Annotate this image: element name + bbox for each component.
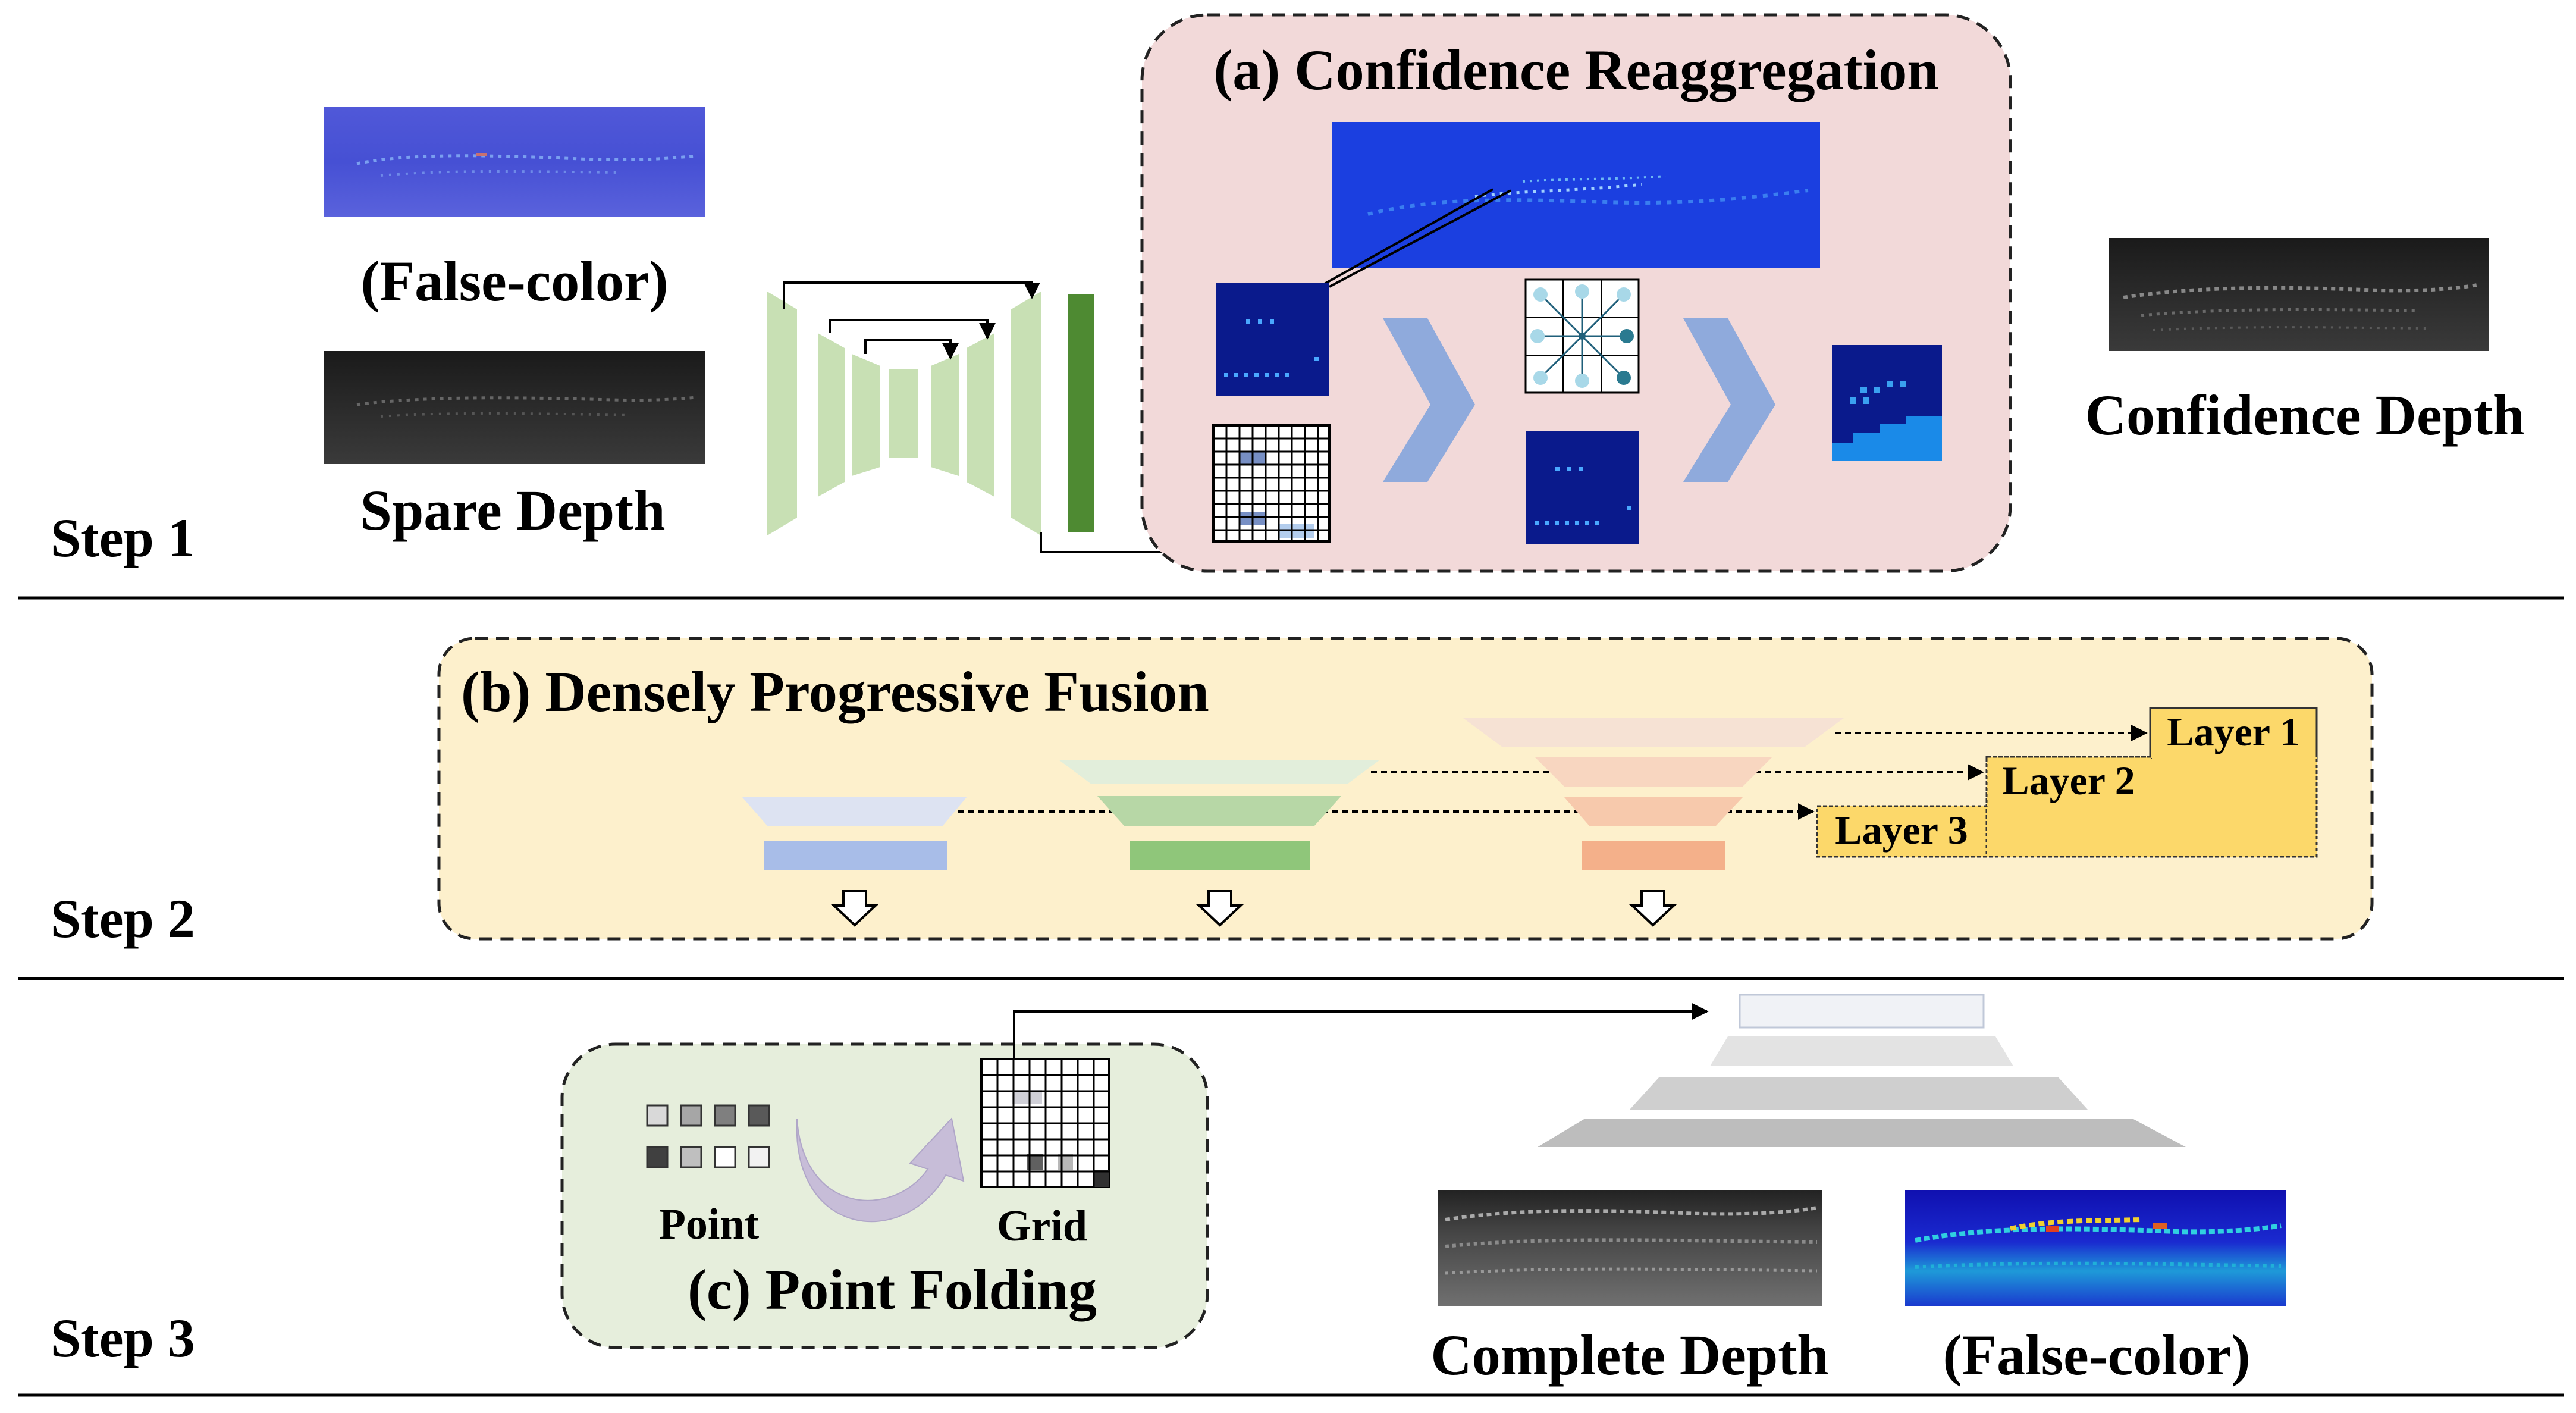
confidence-depth-image [2109, 238, 2489, 351]
confidence-map-large [1332, 122, 1820, 268]
point-label: Point [659, 1200, 760, 1249]
kernel-neighborhood-icon [1524, 278, 1640, 394]
skip-connection-2 [829, 319, 996, 340]
layer-2-label: Layer 2 [2002, 758, 2135, 803]
skip-connection-1 [783, 281, 1040, 309]
skip-connection-3 [864, 339, 959, 360]
false-color-output-image [1905, 1190, 2286, 1306]
down-arrow-orange [1629, 890, 1677, 927]
confidence-patch-middle [1526, 431, 1639, 544]
fusion-branch-orange [1463, 718, 1844, 927]
grid-label: Grid [997, 1202, 1087, 1251]
panel-c-title: (c) Point Folding [688, 1258, 1097, 1321]
zoom-line-2 [1329, 189, 1511, 288]
decoder-block-2 [967, 333, 994, 497]
confidence-depth-label: Confidence Depth [2085, 383, 2525, 447]
fusion-branch-green [1059, 760, 1380, 927]
panel-b-title: (b) Densely Progressive Fusion [461, 660, 1209, 723]
step-2-label: Step 2 [51, 888, 195, 949]
layer-box-1 [2149, 707, 2318, 760]
down-arrow-green [1196, 890, 1244, 927]
chevron-arrow-2 [1683, 318, 1775, 482]
unet-network [767, 281, 1212, 560]
encoder-block-2 [818, 333, 845, 497]
encoder-block-1 [767, 292, 797, 535]
decoder-pyramid [1538, 994, 2186, 1147]
folding-curved-arrow [796, 1117, 965, 1223]
layer-box-fill-2 [2152, 757, 2317, 857]
false-color-output-label: (False-color) [1943, 1323, 2250, 1387]
output-block [1068, 294, 1094, 532]
grid-patch [1212, 424, 1331, 543]
decoder-block-3 [1011, 292, 1041, 535]
confidence-patch-input [1216, 283, 1329, 396]
confidence-patch-output [1832, 345, 1942, 461]
bottleneck-block [889, 369, 918, 458]
fusion-branch-blue [742, 797, 967, 927]
zoom-line-1 [1319, 188, 1493, 288]
step-3-label: Step 3 [51, 1308, 195, 1368]
grid-matrix [980, 1058, 1110, 1188]
layer-stack-outline [1816, 707, 2318, 858]
unet-to-panel-a-arrow [1040, 532, 1212, 560]
sparse-depth-label: Spare Depth [360, 478, 666, 542]
down-arrow-blue [830, 890, 879, 927]
panel-a-title: (a) Confidence Reaggregation [1213, 38, 1938, 102]
sparse-depth-input-image [324, 351, 705, 464]
layer-1-label: Layer 1 [2167, 709, 2300, 754]
point-squares [646, 1104, 770, 1168]
grid-to-decoder-arrow [1013, 1003, 1709, 1059]
encoder-block-3 [852, 354, 880, 476]
chevron-arrow-1 [1383, 318, 1475, 482]
false-color-label: (False-color) [360, 249, 668, 313]
step-1-label: Step 1 [51, 507, 195, 568]
complete-depth-label: Complete Depth [1430, 1323, 1828, 1387]
false-color-input-image [324, 107, 705, 217]
decoder-block-1 [931, 354, 959, 476]
complete-depth-image [1438, 1190, 1822, 1306]
layer-3-label: Layer 3 [1835, 807, 1968, 853]
